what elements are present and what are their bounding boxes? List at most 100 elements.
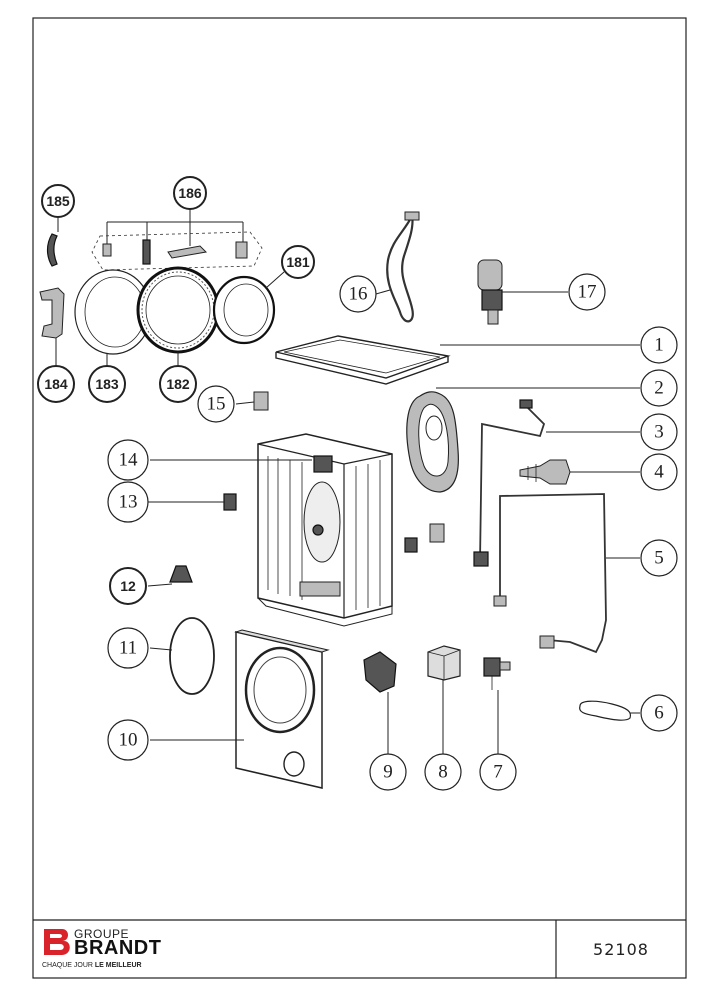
- callout-circle: [339, 275, 377, 313]
- callout-5: 5: [640, 539, 678, 577]
- callout-186: 186: [173, 176, 207, 210]
- callout-circle: [88, 365, 126, 403]
- callout-circle: [424, 753, 462, 791]
- callout-label: 12: [120, 578, 136, 594]
- part-184-hinge: [39, 287, 65, 339]
- part-181-glass: [212, 275, 276, 345]
- callout-label: 9: [383, 762, 393, 783]
- callout-4: 4: [640, 453, 678, 491]
- callout-182: 182: [159, 365, 197, 403]
- callout-10: 10: [107, 719, 149, 761]
- callout-circle: [479, 753, 517, 791]
- callout-label: 184: [44, 376, 68, 392]
- callout-185: 185: [41, 184, 75, 218]
- callout-16: 16: [339, 275, 377, 313]
- callout-circle: [107, 627, 149, 669]
- part-12-component: [169, 565, 193, 583]
- callout-circle: [281, 245, 315, 279]
- callout-circle: [640, 369, 678, 407]
- callout-circle: [107, 481, 149, 523]
- callout-label: 182: [166, 376, 190, 392]
- part-17-component: [477, 259, 503, 291]
- part-clip-b: [429, 523, 445, 543]
- callout-label: 1: [654, 335, 664, 356]
- callout-circle: [640, 539, 678, 577]
- part-14-cabinet: [257, 433, 393, 627]
- part-7-valve: [483, 657, 501, 677]
- brandt-logo: GROUPE BRANDT CHAQUE JOUR LE MEILLEUR: [42, 924, 242, 974]
- callout-14: 14: [107, 439, 149, 481]
- logo-tagline: CHAQUE JOUR LE MEILLEUR: [42, 962, 142, 969]
- part-9-door-lock: [363, 651, 397, 693]
- part-4-connector: [519, 459, 571, 485]
- part-5-pipe: [499, 493, 607, 654]
- callout-8: 8: [424, 753, 462, 791]
- page-frame: [32, 17, 687, 979]
- callout-11: 11: [107, 627, 149, 669]
- callout-label: 3: [654, 422, 664, 443]
- part-clip-a: [404, 537, 418, 553]
- callout-17: 17: [568, 273, 606, 311]
- callout-circle: [41, 184, 75, 218]
- callout-circle: [107, 719, 149, 761]
- callout-circle: [107, 439, 149, 481]
- callout-circle: [369, 753, 407, 791]
- callout-181: 181: [281, 245, 315, 279]
- callout-circle: [173, 176, 207, 210]
- part-15-clip: [253, 391, 269, 411]
- callout-circle: [640, 453, 678, 491]
- tagline-regular: CHAQUE JOUR: [42, 962, 93, 969]
- callout-label: 16: [349, 284, 368, 305]
- part-186-clip-a: [102, 243, 112, 257]
- logo-brandt-text: BRANDT: [74, 937, 162, 959]
- part-186-group-outline: [91, 231, 263, 271]
- callout-184: 184: [37, 365, 75, 403]
- part-16-inlet-hose: [386, 215, 414, 323]
- callout-12: 12: [109, 567, 147, 605]
- callout-13: 13: [107, 481, 149, 523]
- callout-label: 5: [654, 548, 664, 569]
- callout-circle: [640, 413, 678, 451]
- callout-label: 2: [654, 378, 664, 399]
- callout-15: 15: [197, 385, 235, 423]
- part-11-ring: [169, 617, 215, 695]
- callout-label: 4: [654, 462, 664, 483]
- part-186-hinge-bar: [142, 239, 151, 265]
- callout-circle: [37, 365, 75, 403]
- callout-circle: [109, 567, 147, 605]
- part-185-handle: [46, 233, 58, 267]
- callout-label: 10: [119, 730, 138, 751]
- callout-label: 15: [207, 394, 226, 415]
- callout-circle: [568, 273, 606, 311]
- part-3-tube: [479, 403, 546, 563]
- part-186-clip-b: [235, 241, 248, 259]
- callout-label: 185: [46, 193, 70, 209]
- brandt-b-logo-icon: [44, 929, 70, 955]
- callout-label: 7: [493, 762, 503, 783]
- callout-label: 183: [95, 376, 119, 392]
- callout-label: 6: [654, 703, 664, 724]
- callout-circle: [640, 694, 678, 732]
- callout-9: 9: [369, 753, 407, 791]
- part-182-door-frame: [136, 266, 220, 354]
- callout-label: 8: [438, 762, 448, 783]
- part-10-front-panel: [234, 629, 330, 789]
- callout-6: 6: [640, 694, 678, 732]
- callout-183: 183: [88, 365, 126, 403]
- callout-label: 17: [578, 282, 597, 303]
- callout-circle: [197, 385, 235, 423]
- callout-label: 11: [119, 638, 137, 659]
- callout-label: 181: [286, 254, 310, 270]
- callout-1: 1: [640, 326, 678, 364]
- part-186-lever: [167, 245, 208, 259]
- callout-label: 13: [119, 492, 138, 513]
- logo-groupe-text: GROUPE: [74, 927, 130, 941]
- callout-2: 2: [640, 369, 678, 407]
- part-6-clamp: [579, 700, 632, 721]
- callout-3: 3: [640, 413, 678, 451]
- callout-label: 14: [119, 450, 139, 471]
- reference-number: 52108: [593, 940, 649, 959]
